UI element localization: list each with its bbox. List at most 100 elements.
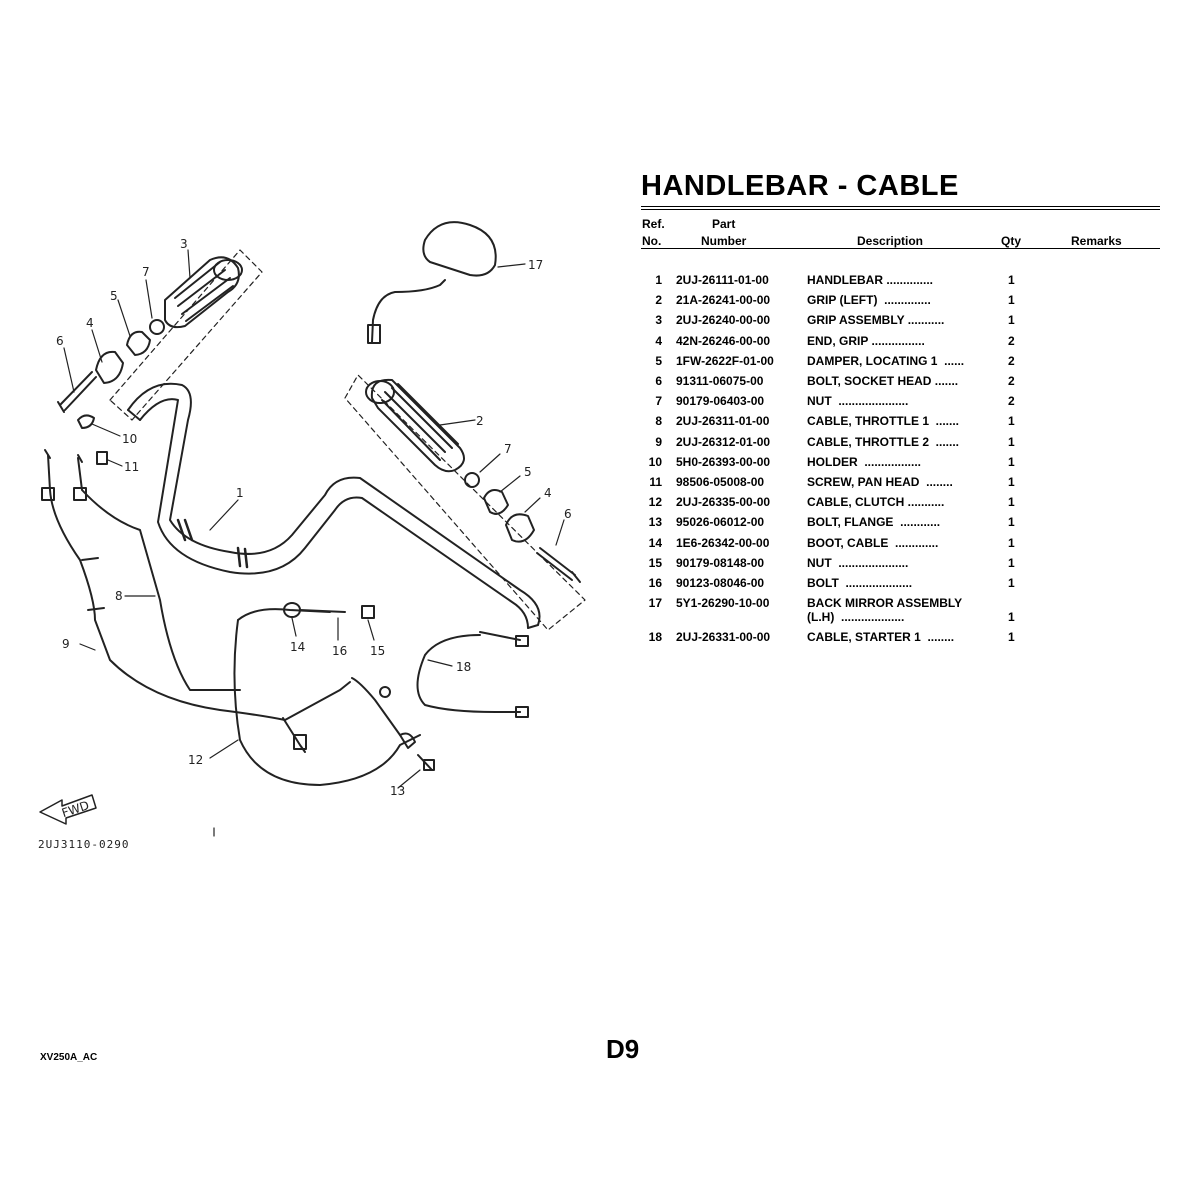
part-qty: 1 <box>1008 535 1015 550</box>
part-qty: 1 <box>1008 273 1015 287</box>
callout-3: 3 <box>180 237 188 251</box>
callout-14: 14 <box>290 640 305 654</box>
part-ref: 11 <box>649 475 662 489</box>
starter-cable <box>416 634 521 713</box>
callout-7: 7 <box>142 265 150 279</box>
part-ref: 7 <box>655 394 662 409</box>
part-number: 2UJ-26335-00-00 <box>676 495 771 510</box>
part-number: 1E6-26342-00-00 <box>676 535 770 550</box>
part-number: 5H0-26393-00-00 <box>676 454 771 469</box>
throttle-cable-2 <box>47 454 286 721</box>
damper-part-lower <box>483 489 509 515</box>
nut-part-upper <box>149 319 165 335</box>
part-number: 2UJ-26240-00-00 <box>676 313 771 328</box>
part-number: 1FW-2622F-01-00 <box>676 353 774 368</box>
callout-6-lower: 6 <box>564 507 572 521</box>
mirror-part <box>367 221 526 344</box>
part-qty: 1 <box>1008 313 1015 328</box>
part-number: 90123-08046-00 <box>676 576 765 590</box>
page-title: HANDLEBAR - CABLE <box>641 170 959 202</box>
header-qty: Qty <box>1001 234 1022 248</box>
part-number: 2UJ-26331-00-00 <box>676 630 771 645</box>
part-description: NUT ..................... <box>807 394 909 409</box>
part-description: DAMPER, LOCATING 1 ...... <box>807 353 965 368</box>
callout-17: 17 <box>528 258 543 272</box>
part-description: CABLE, CLUTCH ........... <box>807 495 945 510</box>
left-grip-part <box>365 378 465 473</box>
part-qty: 1 <box>1008 515 1015 530</box>
part-ref: 2 <box>655 293 662 308</box>
part-number: 91311-06075-00 <box>676 374 764 388</box>
screw-part <box>96 451 108 465</box>
part-ref: 6 <box>655 374 662 388</box>
callout-18: 18 <box>456 660 471 674</box>
part-qty: 2 <box>1008 333 1015 348</box>
part-ref: 15 <box>648 555 662 570</box>
part-description: BOLT .................... <box>807 576 913 590</box>
part-number: 42N-26246-00-00 <box>676 333 771 348</box>
callout-4: 4 <box>86 316 94 330</box>
grip-stack-frame <box>109 249 263 421</box>
document-code: XV250A_AC <box>40 1052 98 1063</box>
part-ref: 10 <box>648 454 662 469</box>
part-description: GRIP (LEFT) .............. <box>807 293 931 308</box>
part-description: END, GRIP ................ <box>807 333 925 348</box>
part-description: HANDLEBAR .............. <box>807 273 934 287</box>
fwd-label: FWD <box>60 798 91 820</box>
holder-part <box>77 414 95 429</box>
bolt-part-upper <box>57 371 97 413</box>
part-qty: 1 <box>1008 434 1015 449</box>
part-qty: 1 <box>1008 555 1015 570</box>
callout-10: 10 <box>122 432 137 446</box>
part-number: 21A-26241-00-00 <box>676 293 771 308</box>
title-rule-2 <box>641 209 1160 210</box>
part-qty: 1 <box>1008 495 1015 510</box>
part-qty: 2 <box>1008 374 1015 388</box>
damper-part-upper <box>126 330 151 356</box>
part-ref: 9 <box>655 434 662 449</box>
part-qty: 1 <box>1008 576 1015 590</box>
callout-12: 12 <box>188 753 203 767</box>
part-ref: 1 <box>655 273 662 287</box>
header-no: No. <box>642 234 662 248</box>
part-ref: 18 <box>648 630 662 645</box>
part-number: 95026-06012-00 <box>676 515 765 530</box>
part-description: BOLT, SOCKET HEAD ....... <box>807 374 959 388</box>
header-description: Description <box>857 234 924 248</box>
part-ref: 14 <box>648 535 662 550</box>
callout-6: 6 <box>56 334 64 348</box>
part-number: 90179-08148-00 <box>676 555 765 570</box>
callout-16: 16 <box>332 644 347 658</box>
part-ref: 16 <box>648 576 662 590</box>
part-qty: 1 <box>1008 610 1015 625</box>
callout-8: 8 <box>115 589 123 603</box>
illustration-code: 2UJ3110-0290 <box>38 838 129 851</box>
part-description: NUT ..................... <box>807 555 909 570</box>
callout-11: 11 <box>124 460 139 474</box>
page-number: D9 <box>606 1034 640 1064</box>
callout-15: 15 <box>370 644 385 658</box>
part-qty: 2 <box>1008 353 1015 368</box>
part-ref: 13 <box>648 515 662 530</box>
throttle-cable-1 <box>77 457 241 691</box>
title-rule <box>641 206 1160 207</box>
part-qty: 1 <box>1008 630 1015 645</box>
end-grip-part-lower <box>505 513 535 543</box>
callout-5: 5 <box>110 289 118 303</box>
grip-assembly-part <box>164 256 243 329</box>
part-description: HOLDER ................. <box>807 454 922 469</box>
part-description: CABLE, THROTTLE 1 ....... <box>807 414 960 429</box>
callout-7-lower: 7 <box>504 442 512 456</box>
part-description: CABLE, THROTTLE 2 ....... <box>807 434 960 449</box>
header-rule <box>641 248 1160 249</box>
part-qty: 2 <box>1008 394 1015 409</box>
part-qty: 1 <box>1008 414 1015 429</box>
part-number: 2UJ-26311-01-00 <box>676 414 770 429</box>
callout-1: 1 <box>236 486 244 500</box>
part-number: 2UJ-26312-01-00 <box>676 434 771 449</box>
header-number: Number <box>701 234 747 248</box>
part-ref: 5 <box>655 353 662 368</box>
bolt-part-lower <box>536 547 581 583</box>
part-description: CABLE, STARTER 1 ........ <box>807 630 955 645</box>
flange-bolt-part <box>423 759 435 771</box>
